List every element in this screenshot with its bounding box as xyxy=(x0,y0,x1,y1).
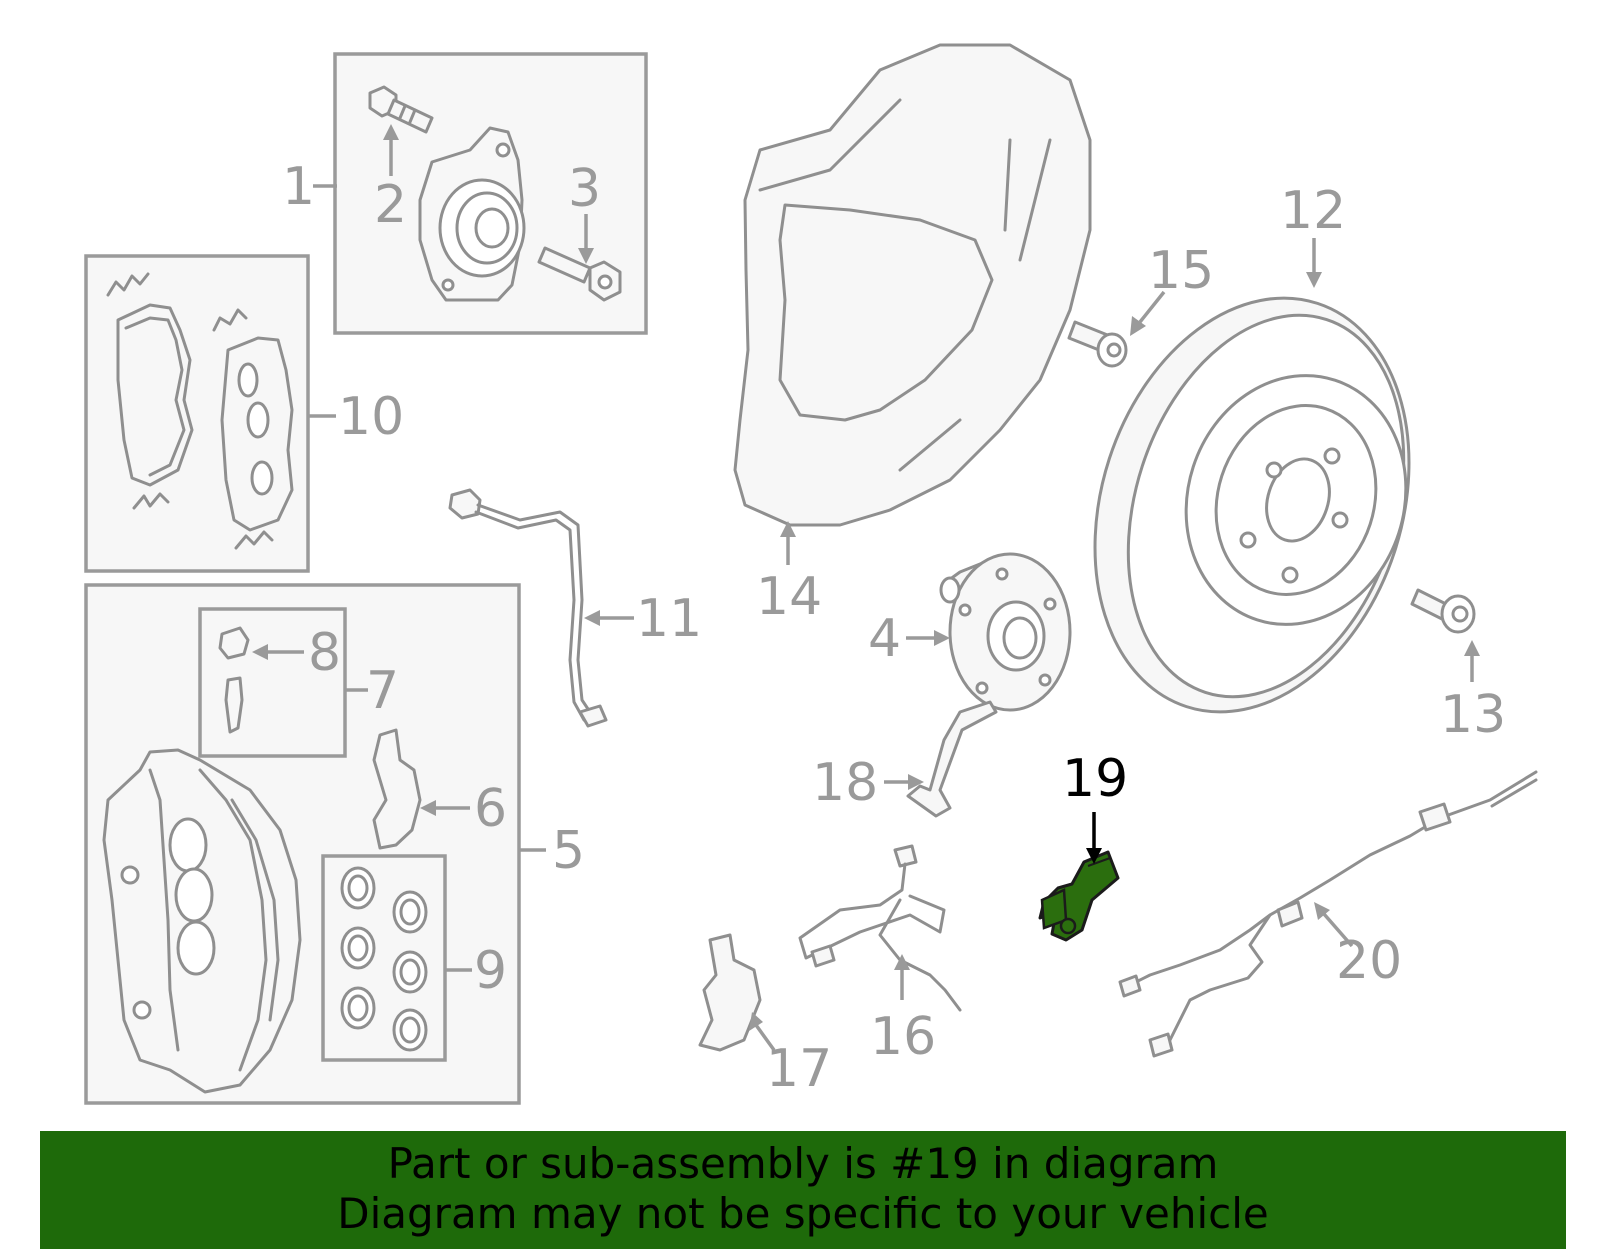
callout-3: 3 xyxy=(568,159,601,219)
bolt-2 xyxy=(368,85,434,134)
callout-6: 6 xyxy=(474,779,507,839)
callout-15: 15 xyxy=(1148,241,1214,301)
callout-4: 4 xyxy=(868,609,901,669)
hub-carrier xyxy=(418,126,526,302)
callout-19: 19 xyxy=(1062,749,1128,809)
wheel-hub-4 xyxy=(939,552,1072,712)
leader-lines xyxy=(252,124,1480,1052)
callout-7: 7 xyxy=(366,661,399,721)
wheel-speed-sensor-19[interactable] xyxy=(1038,850,1120,942)
banner-line-2: Diagram may not be specific to your vehi… xyxy=(337,1189,1269,1238)
caliper xyxy=(102,748,302,1094)
info-banner: Part or sub-assembly is #19 in diagram D… xyxy=(40,1131,1566,1249)
clip-17 xyxy=(698,933,762,1052)
callout-10: 10 xyxy=(338,387,404,447)
clip-6 xyxy=(372,728,422,850)
group-1-hub-carrier xyxy=(333,52,648,335)
group-5-caliper xyxy=(84,583,521,1105)
harness-20 xyxy=(1118,770,1538,1058)
callout-11: 11 xyxy=(636,589,702,649)
callout-8: 8 xyxy=(308,623,341,683)
banner-line-1: Part or sub-assembly is #19 in diagram xyxy=(387,1139,1219,1188)
bracket-18 xyxy=(906,700,998,818)
callout-labels: 1 2 3 4 5 6 7 8 9 10 11 12 13 14 15 16 1… xyxy=(282,157,1506,1099)
callout-18: 18 xyxy=(812,753,878,813)
wear-sensor-wire-16 xyxy=(798,844,962,1012)
callout-16: 16 xyxy=(870,1007,936,1067)
brake-hose-11 xyxy=(448,488,608,728)
brake-rotor-12 xyxy=(1093,296,1411,714)
bolt-13 xyxy=(1410,588,1476,634)
bolt-15 xyxy=(1067,320,1128,368)
callout-14: 14 xyxy=(756,567,822,627)
dust-shield-14 xyxy=(733,43,1092,527)
callout-20: 20 xyxy=(1336,931,1402,991)
callout-17: 17 xyxy=(766,1039,832,1099)
bolt-3 xyxy=(537,246,622,302)
callout-1: 1 xyxy=(282,157,315,217)
callout-13: 13 xyxy=(1440,685,1506,745)
callout-9: 9 xyxy=(474,941,507,1001)
seal-rings xyxy=(340,866,428,1052)
callout-12: 12 xyxy=(1280,181,1346,241)
group-10-brake-pads xyxy=(84,254,310,573)
callout-5: 5 xyxy=(552,821,585,881)
callout-2: 2 xyxy=(374,175,407,235)
